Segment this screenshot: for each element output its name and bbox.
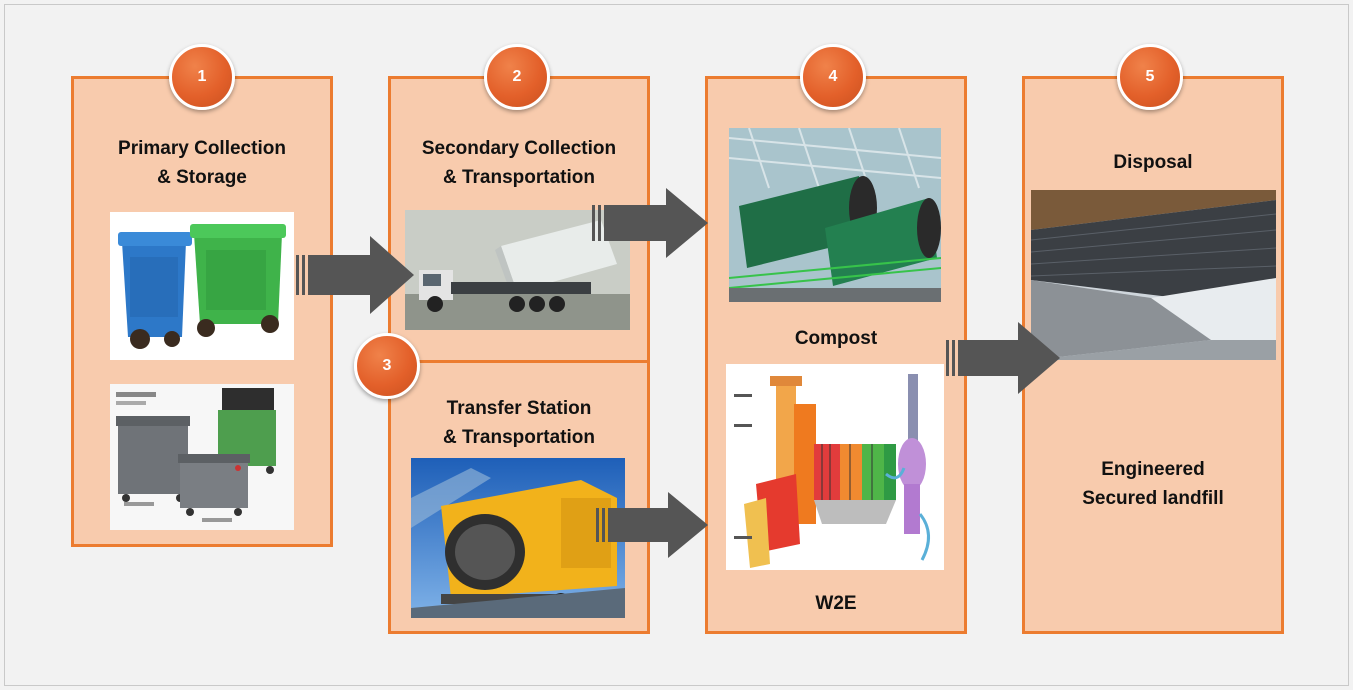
compost-plant-photo: [729, 128, 941, 302]
landfill-photo: [1031, 190, 1276, 360]
hook-truck-photo: [405, 210, 630, 330]
secondary-collection-title: Secondary Collection & Transportation: [388, 134, 650, 192]
landfill-label: Engineered Secured landfill: [1022, 455, 1284, 513]
transfer-station-line2: & Transportation: [442, 427, 595, 448]
arrow-right-icon: [946, 322, 1060, 394]
step-3-badge: 3: [354, 333, 420, 399]
landfill-line1: Engineered: [1101, 459, 1205, 480]
disposal-label: Disposal: [1113, 152, 1193, 173]
transfer-station-line1: Transfer Station: [446, 398, 592, 419]
containers-photo: [110, 384, 294, 530]
step-5-badge: 5: [1117, 44, 1183, 110]
arrow-right-icon: [596, 492, 708, 558]
secondary-collection-line2: & Transportation: [442, 167, 595, 188]
primary-collection-title: Primary Collection & Storage: [74, 134, 330, 192]
step-1-badge: 1: [169, 44, 235, 110]
primary-collection-line2: & Storage: [157, 167, 247, 188]
transfer-station-title: Transfer Station & Transportation: [388, 394, 650, 452]
step-4-badge: 4: [800, 44, 866, 110]
bins-photo: [110, 212, 294, 360]
w2e-plant-diagram: [726, 364, 944, 570]
landfill-line2: Secured landfill: [1082, 488, 1224, 509]
arrow-right-icon: [296, 236, 414, 314]
step-2-badge: 2: [484, 44, 550, 110]
w2e-label: W2E: [815, 593, 857, 614]
arrow-right-icon: [592, 188, 708, 258]
compactor-truck-photo: [411, 458, 625, 618]
secondary-collection-line1: Secondary Collection: [421, 138, 617, 159]
primary-collection-line1: Primary Collection: [118, 138, 286, 159]
compost-label: Compost: [794, 328, 878, 349]
